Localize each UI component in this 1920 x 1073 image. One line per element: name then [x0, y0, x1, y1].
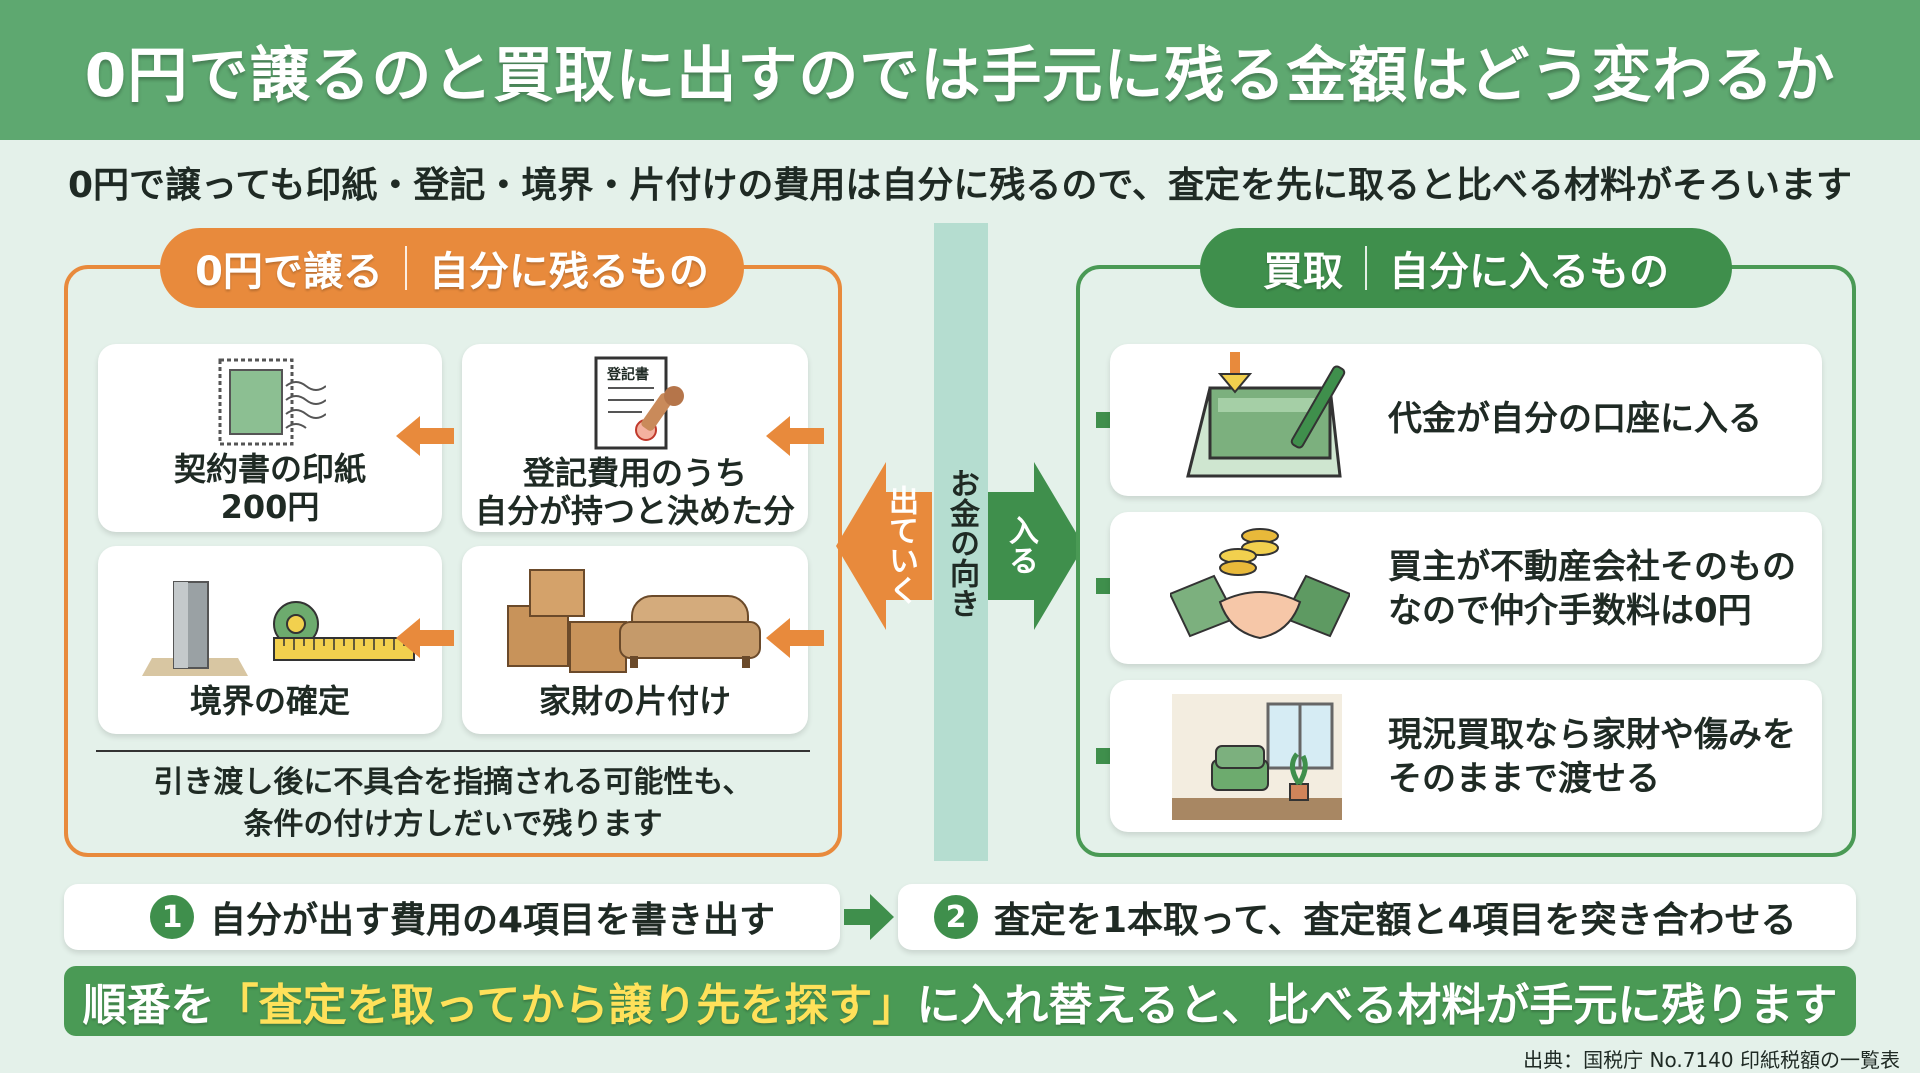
right-tag-a: 買取	[1263, 249, 1343, 295]
left-note: 引き渡し後に不具合を指摘される可能性も、 条件の付け方しだいで残ります	[96, 762, 810, 846]
right-tag-b: 自分に入るもの	[1389, 249, 1669, 295]
conclusion-highlight: 「査定を取ってから譲り先を探す」	[214, 980, 917, 1031]
tag-separator	[1365, 246, 1367, 290]
card-registration-fee: 登記書 登記費用のうち 自分が持つと決めた分	[462, 344, 808, 532]
card-as-is-purchase: 現況買取なら家財や傷みを そのままで渡せる	[1110, 680, 1822, 832]
inflow-label: 入る	[1003, 515, 1038, 575]
card-text-2: なので仲介手数料は0円	[1388, 591, 1752, 631]
conclusion-post: に入れ替えると、比べる材料が手元に残ります	[916, 980, 1838, 1031]
document-label: 登記書	[607, 367, 649, 383]
conclusion-banner	[64, 966, 1856, 1036]
money-direction-label: お金の向き	[944, 468, 979, 618]
card-boundary: 境界の確定	[98, 546, 442, 734]
card-text: 代金が自分の口座に入る	[1388, 399, 1762, 439]
step-text: 自分が出す費用の4項目を書き出す	[210, 900, 776, 941]
card-text: 現況買取なら家財や傷みを	[1388, 715, 1796, 755]
boxes-sofa-icon	[507, 569, 761, 673]
left-panel-tag: 0円で譲る 自分に残るもの	[160, 228, 744, 308]
arrow-left-icon	[396, 416, 454, 456]
outflow-arrow-icon	[836, 462, 932, 630]
note-line-1: 引き渡し後に不具合を指摘される可能性も、	[153, 765, 753, 800]
card-text-2: そのままで渡せる	[1388, 759, 1660, 799]
card-no-commission: 買主が不動産会社そのもの なので仲介手数料は0円	[1110, 512, 1822, 664]
right-panel-tag: 買取 自分に入るもの	[1200, 228, 1732, 308]
card-label: 登記費用のうち	[522, 454, 747, 492]
document-seal-icon	[594, 356, 684, 450]
money-direction-band	[934, 223, 988, 861]
title-bar	[0, 0, 1920, 140]
card-household-goods: 家財の片付け	[462, 546, 808, 734]
left-tag-b: 自分に残るもの	[428, 249, 709, 295]
boundary-marker-icon	[142, 581, 415, 676]
card-label-2: 自分が持つと決めた分	[474, 492, 795, 530]
note-line-2: 条件の付け方しだいで残ります	[243, 807, 663, 842]
inflow-arrow-icon	[988, 462, 1084, 630]
card-stamp-duty: 契約書の印紙 200円	[98, 344, 442, 532]
arrow-left-icon	[766, 618, 824, 658]
source-citation: 出典：国税庁 No.7140 印紙税額の一覧表	[1523, 1048, 1900, 1072]
divider	[96, 750, 810, 752]
bank-passbook-icon	[1186, 352, 1346, 478]
left-tag-a: 0円で譲る	[195, 249, 383, 295]
arrow-left-icon	[766, 416, 824, 456]
card-text: 買主が不動産会社そのもの	[1388, 547, 1796, 587]
card-label: 契約書の印紙	[173, 450, 366, 488]
step-2: 2 査定を1本取って、査定額と4項目を突き合わせる	[898, 884, 1856, 950]
subtitle: 0円で譲っても印紙・登記・境界・片付けの費用は自分に残るので、査定を先に取ると比…	[67, 165, 1852, 206]
page-title: 0円で譲るのと買取に出すのでは手元に残る金額はどう変わるか	[84, 40, 1836, 111]
card-label: 家財の片付け	[538, 682, 731, 720]
handshake-coins-icon	[1170, 528, 1350, 640]
step-text: 査定を1本取って、査定額と4項目を突き合わせる	[994, 900, 1797, 941]
card-value: 200円	[220, 488, 320, 526]
arrow-left-icon	[396, 618, 454, 658]
arrow-right-icon	[844, 894, 894, 940]
step-1: 1 自分が出す費用の4項目を書き出す	[64, 884, 840, 950]
conclusion-pre: 順番を	[82, 980, 215, 1031]
step-number: 1	[150, 895, 194, 939]
step-number: 2	[934, 895, 978, 939]
card-label: 境界の確定	[189, 682, 350, 720]
outflow-label: 出ていく	[883, 485, 918, 605]
tag-separator	[404, 246, 407, 290]
card-payment: 代金が自分の口座に入る	[1110, 344, 1822, 496]
revenue-stamp-icon	[218, 358, 326, 446]
room-interior-icon	[1172, 694, 1342, 820]
conclusion-text: 順番を 「査定を取ってから譲り先を探す」 に入れ替えると、比べる材料が手元に残り…	[64, 966, 1856, 1036]
